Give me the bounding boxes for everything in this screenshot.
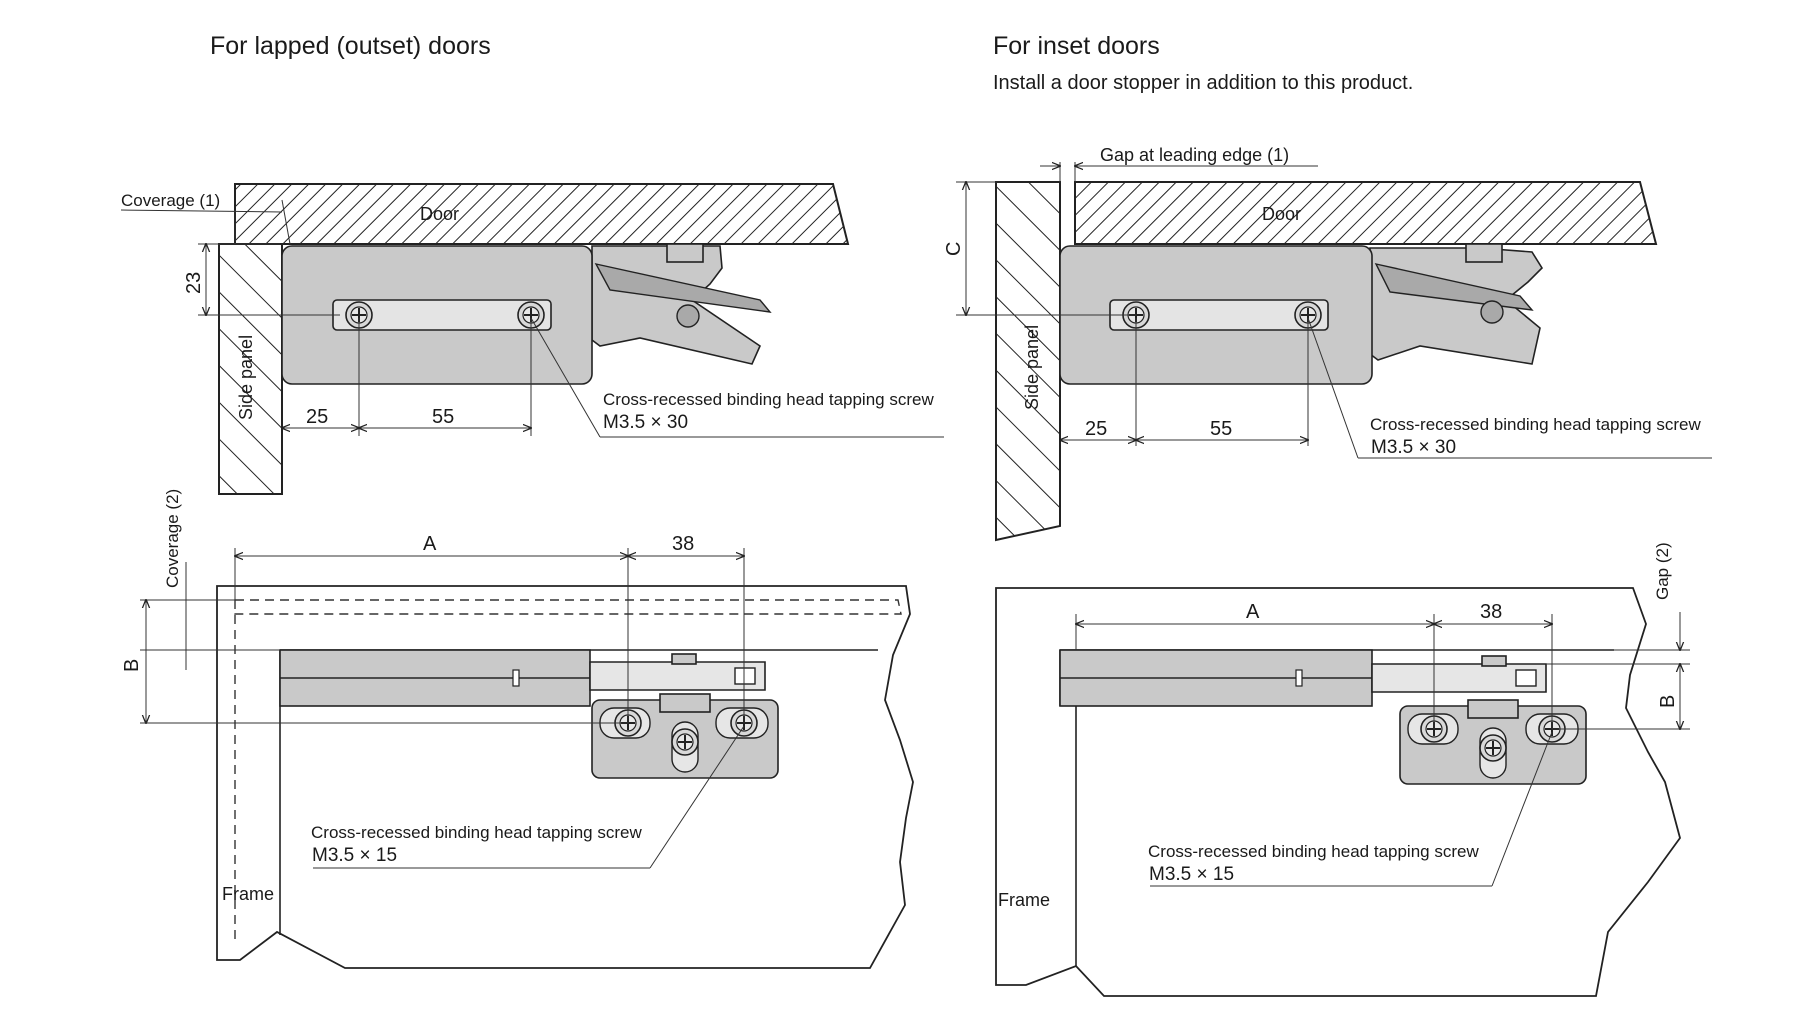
door-label: Door: [420, 204, 459, 224]
right-front-view: A 38 Gap (2) B Frame Cross-recessed bind…: [995, 542, 1690, 997]
screw-icon: [1479, 734, 1507, 762]
dim-38: 38: [1480, 601, 1502, 623]
door-section: [234, 183, 850, 245]
gap-2-label: Gap (2): [1653, 542, 1672, 600]
rail-slider: [589, 661, 766, 691]
dim-23: 23: [183, 272, 205, 294]
screw-callout-line1: Cross-recessed binding head tapping scre…: [1370, 415, 1701, 434]
dim-a: A: [1246, 601, 1260, 623]
left-title: For lapped (outset) doors: [210, 32, 491, 60]
screw-icon: [671, 728, 699, 756]
dim-38: 38: [672, 533, 694, 555]
screw-callout-line1: Cross-recessed binding head tapping scre…: [603, 390, 934, 409]
right-top-view: Door Gap at leading edge (1) C Side pane…: [943, 145, 1712, 542]
door-label: Door: [1262, 204, 1301, 224]
damper-pivot: [1480, 300, 1504, 324]
damper-lever: [1374, 262, 1534, 311]
screw-callout-line2: M3.5 × 15: [1149, 864, 1234, 885]
dim-b: B: [1657, 695, 1679, 708]
dim-55: 55: [432, 406, 454, 428]
dim-b: B: [121, 659, 143, 672]
screw-callout-line1: Cross-recessed binding head tapping scre…: [311, 823, 642, 842]
side-panel-section: [995, 181, 1061, 542]
dim-25: 25: [306, 406, 328, 428]
dim-c: C: [943, 242, 965, 256]
right-title: For inset doors: [993, 32, 1160, 60]
dim-25: 25: [1085, 418, 1107, 440]
side-panel-label: Side panel: [236, 335, 256, 420]
screw-callout-line2: M3.5 × 30: [603, 412, 688, 433]
dim-a: A: [423, 533, 437, 555]
dim-55: 55: [1210, 418, 1232, 440]
door-section: [1074, 181, 1658, 245]
screw-callout-line2: M3.5 × 15: [312, 845, 397, 866]
side-panel-label: Side panel: [1022, 325, 1042, 410]
coverage-2-label: Coverage (2): [163, 489, 182, 588]
right-subtitle: Install a door stopper in addition to th…: [993, 72, 1413, 94]
damper-pivot: [676, 304, 700, 328]
frame-label: Frame: [998, 890, 1050, 910]
frame-outline: [216, 585, 914, 969]
door-outline-dashed: [234, 599, 902, 945]
left-top-view: Door Coverage (1) Side panel 23 25 55 Cr…: [120, 183, 944, 495]
frame-label: Frame: [222, 884, 274, 904]
damper-lever: [594, 262, 772, 313]
gap-label: Gap at leading edge (1): [1100, 145, 1289, 165]
coverage-label: Coverage (1): [121, 191, 220, 210]
screw-callout-line1: Cross-recessed binding head tapping scre…: [1148, 842, 1479, 861]
damper-bracket: [666, 243, 704, 263]
left-front-view: Coverage (2) B A 38 Frame Cross-recessed…: [121, 489, 914, 969]
screw-callout-line2: M3.5 × 30: [1371, 437, 1456, 458]
